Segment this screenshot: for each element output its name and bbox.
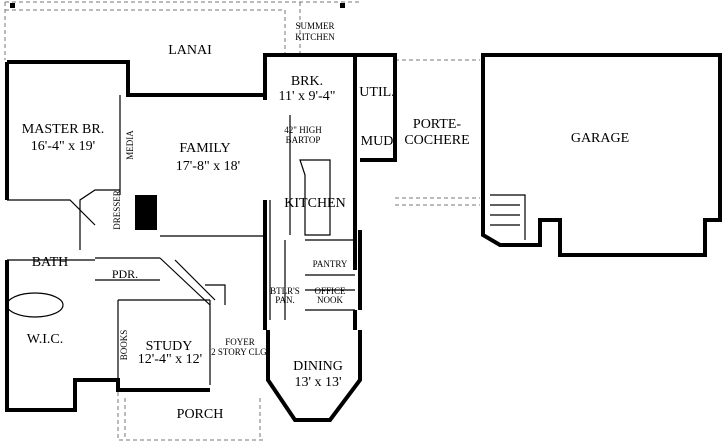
breakfast-size: 11' x 9'-4" — [279, 89, 336, 104]
utility-label: UTIL. — [359, 85, 394, 100]
mud-label: MUD — [361, 134, 394, 149]
garage-walls — [481, 53, 722, 257]
family-label: FAMILY — [179, 141, 230, 156]
summer-kitchen-label-2: KITCHEN — [295, 32, 335, 42]
tub — [6, 292, 64, 318]
butlers-pantry-label-2: PAN. — [275, 295, 294, 305]
wic-label: W.I.C. — [27, 332, 63, 347]
house-walls — [5, 53, 397, 422]
family-size: 17'-8" x 18' — [176, 159, 240, 174]
master-label: MASTER BR. — [22, 122, 104, 137]
outdoor-outlines — [4, 1, 480, 441]
bartop-label-2: BARTOP — [286, 135, 321, 145]
media-label: MEDIA — [125, 130, 135, 160]
foyer-label: FOYER — [225, 337, 255, 347]
porch-label: PORCH — [177, 407, 224, 422]
lanai-post — [340, 3, 345, 8]
lanai-label: LANAI — [168, 43, 212, 58]
study-size: 12'-4" x 12' — [138, 352, 202, 367]
porte-cochere-label: PORTE- — [413, 117, 461, 132]
summer-kitchen-label: SUMMER — [295, 21, 334, 31]
dining-size: 13' x 13' — [294, 375, 341, 390]
master-size: 16'-4" x 19' — [31, 139, 95, 154]
lanai-post — [10, 3, 15, 8]
books-label: BOOKS — [119, 330, 129, 361]
foyer-label-2: 2 STORY CLG. — [211, 347, 269, 357]
office-nook-label: OFFICE — [314, 286, 346, 296]
office-nook-label-2: NOOK — [317, 295, 343, 305]
fireplace — [135, 195, 157, 230]
bath-label: BATH — [32, 255, 69, 270]
porte-cochere-label-2: COCHERE — [404, 133, 469, 148]
butlers-pantry-label: BTLR'S — [270, 286, 300, 296]
study-label: STUDY — [146, 339, 193, 354]
kitchen-label: KITCHEN — [284, 196, 345, 211]
breakfast-label: BRK. — [291, 74, 323, 89]
powder-label: PDR. — [112, 267, 138, 281]
dining-label: DINING — [293, 359, 343, 374]
pantry-label: PANTRY — [313, 259, 348, 269]
dresser-label: DRESSER — [112, 190, 122, 230]
bartop-label: 42" HIGH — [284, 125, 322, 135]
garage-label: GARAGE — [571, 131, 629, 146]
